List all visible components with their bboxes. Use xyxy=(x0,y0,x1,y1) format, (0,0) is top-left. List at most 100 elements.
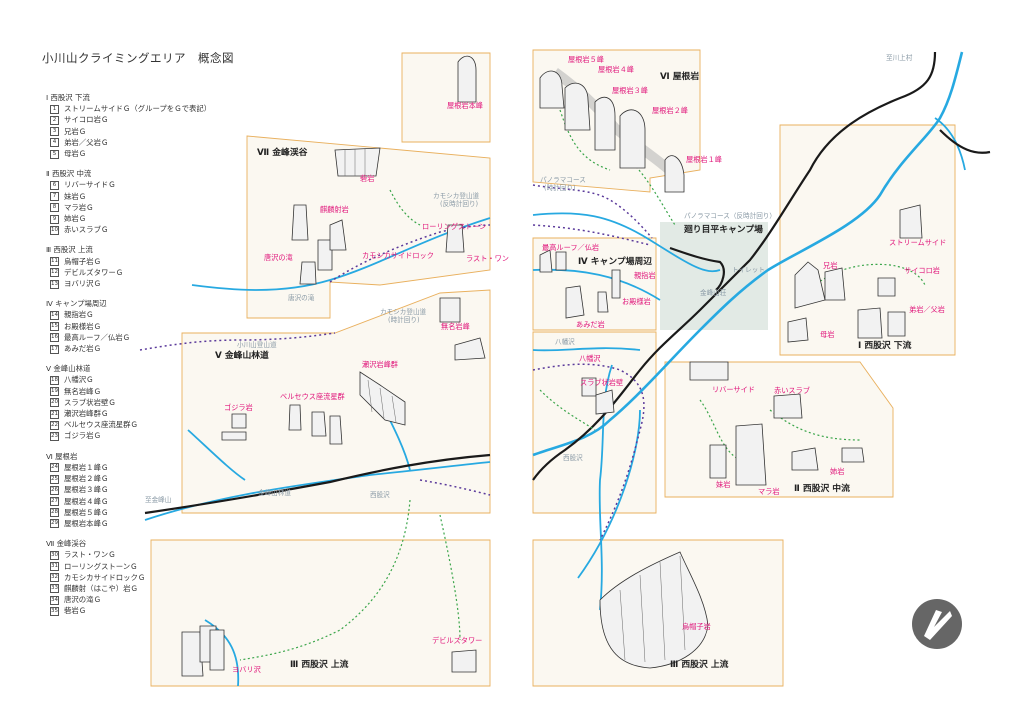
label-last-one: ラスト・ワン xyxy=(466,254,509,263)
legend-item-label: 烏帽子岩Ｇ xyxy=(64,256,101,266)
road-camp xyxy=(669,246,725,291)
trail-green-9 xyxy=(389,189,421,226)
label-yane-3: 屋根岩３峰 xyxy=(612,86,648,95)
legend-item-number: 20 xyxy=(50,398,59,408)
river-yobari xyxy=(204,619,240,687)
label-akai-slab: 赤いスラブ xyxy=(774,386,810,395)
label-ogawayama-trail: 小川山登山道 xyxy=(237,340,277,349)
label-amida: あみだ岩 xyxy=(576,320,605,329)
rock-seizawa xyxy=(359,371,406,426)
legend-item-number: 26 xyxy=(50,485,59,495)
legend-item-label: 赤いスラブＧ xyxy=(64,225,109,235)
rock-imouto-mara xyxy=(709,423,767,486)
label-kamoshika-1b: (反時計回り) xyxy=(440,199,478,208)
label-seizawa: 瀬沢岩峰群 xyxy=(362,360,398,369)
legend-item-number: 22 xyxy=(50,420,59,430)
rock-yane-honpo xyxy=(457,55,477,103)
rock-haha xyxy=(787,317,809,343)
rock-camp xyxy=(539,249,621,319)
trail-kamoshika-1 xyxy=(329,224,491,283)
legend-item-number: 29 xyxy=(50,519,59,529)
legend-group-title: Ⅰ 西股沢 下流 xyxy=(46,93,90,102)
legend-item: 2 サイコロ岩Ｇ xyxy=(44,114,204,125)
legend-item-number: 8 xyxy=(50,203,59,213)
legend-item-label: 八幡沢Ｇ xyxy=(64,375,94,385)
trail-green-6 xyxy=(239,499,411,661)
legend-item-number: 2 xyxy=(50,115,59,125)
legend-item-number: 28 xyxy=(50,508,59,518)
legend-item-number: 23 xyxy=(50,431,59,441)
legend-item-label: デビルズタワーＧ xyxy=(64,267,124,277)
legend-item-label: 屋根岩２峰Ｇ xyxy=(64,474,109,484)
trail-ogawayama xyxy=(139,332,336,351)
area-label-6: Ⅵ 屋根岩 xyxy=(660,70,699,82)
river-kinpu-branch xyxy=(187,429,246,481)
legend-item-number: 16 xyxy=(50,333,59,343)
trail-rindo-west xyxy=(419,479,491,496)
legend-item: 25 屋根岩２峰Ｇ xyxy=(44,473,204,484)
label-riverside: リバーサイド xyxy=(712,385,755,394)
legend-item-label: 麒麟射（はこや）岩Ｇ xyxy=(64,583,138,593)
legend-item-label: 母岩Ｇ xyxy=(64,149,87,159)
trail-green-1 xyxy=(559,109,611,171)
rock-kirin xyxy=(329,219,347,251)
legend-item-number: 12 xyxy=(50,268,59,278)
legend-item-label: スラブ状岩壁Ｇ xyxy=(64,397,116,407)
legend-item: 33 麒麟射（はこや）岩Ｇ xyxy=(44,583,204,594)
label-devils: デビルズタワー xyxy=(432,636,482,645)
trail-green-3 xyxy=(809,263,926,291)
legend-item-label: サイコロ岩Ｇ xyxy=(64,115,109,125)
legend-item-number: 33 xyxy=(50,584,59,594)
legend-item-label: 砦岩Ｇ xyxy=(64,606,87,616)
legend-group-title: Ⅳ キャンプ場周辺 xyxy=(46,299,107,309)
legend-item-label: 妹岩Ｇ xyxy=(64,191,87,201)
label-nishimata-1: 西股沢 xyxy=(563,453,583,462)
road-east xyxy=(939,129,991,154)
rock-hachiman xyxy=(581,377,615,415)
label-streamside: ストリームサイド xyxy=(889,238,946,247)
legend-item-label: ヨバリ沢Ｇ xyxy=(64,279,101,289)
area-label-7: Ⅶ 金峰渓谷 xyxy=(257,146,308,158)
label-kinpu-so: 金峰山荘 xyxy=(700,288,727,297)
legend-item-number: 34 xyxy=(50,595,59,605)
legend-item-label: 屋根岩１峰Ｇ xyxy=(64,462,109,472)
legend-item-label: お殿様岩Ｇ xyxy=(64,321,101,331)
road-main xyxy=(532,51,937,481)
trail-green-2 xyxy=(629,159,676,226)
legend-item: 5 母岩Ｇ xyxy=(44,148,204,159)
label-oyayubi: 親指岩 xyxy=(634,271,656,280)
rock-devils-tower xyxy=(451,649,477,673)
legend-item-number: 5 xyxy=(50,149,59,159)
north-arrow-icon xyxy=(912,599,962,649)
label-kirin: 麒麟射岩 xyxy=(320,205,349,214)
legend-item-number: 21 xyxy=(50,409,59,419)
label-perseus: ベルセウス座流星群 xyxy=(280,392,345,401)
rock-mumei xyxy=(439,297,486,361)
rock-ani xyxy=(794,261,846,309)
label-yane-2: 屋根岩２峰 xyxy=(652,106,688,115)
river-east xyxy=(934,117,966,171)
label-hachiman-crag: 八幡沢 xyxy=(579,354,601,363)
legend-item-number: 31 xyxy=(50,562,59,572)
label-toride: 砦岩 xyxy=(360,174,374,183)
rock-riverside xyxy=(689,361,729,381)
label-gojira: ゴジラ岩 xyxy=(224,403,253,412)
legend-item-label: リバーサイドＧ xyxy=(64,180,116,190)
rock-akai-slab xyxy=(773,393,803,419)
rock-toride xyxy=(334,147,381,177)
legend-item-number: 4 xyxy=(50,138,59,148)
legend-group-title: Ⅲ 西股沢 上流 xyxy=(46,245,93,255)
legend-item-number: 25 xyxy=(50,474,59,484)
legend-group-title: Ⅱ 西股沢 中流 xyxy=(46,169,92,179)
map-title: 小川山クライミングエリア 概念図 xyxy=(42,51,234,65)
